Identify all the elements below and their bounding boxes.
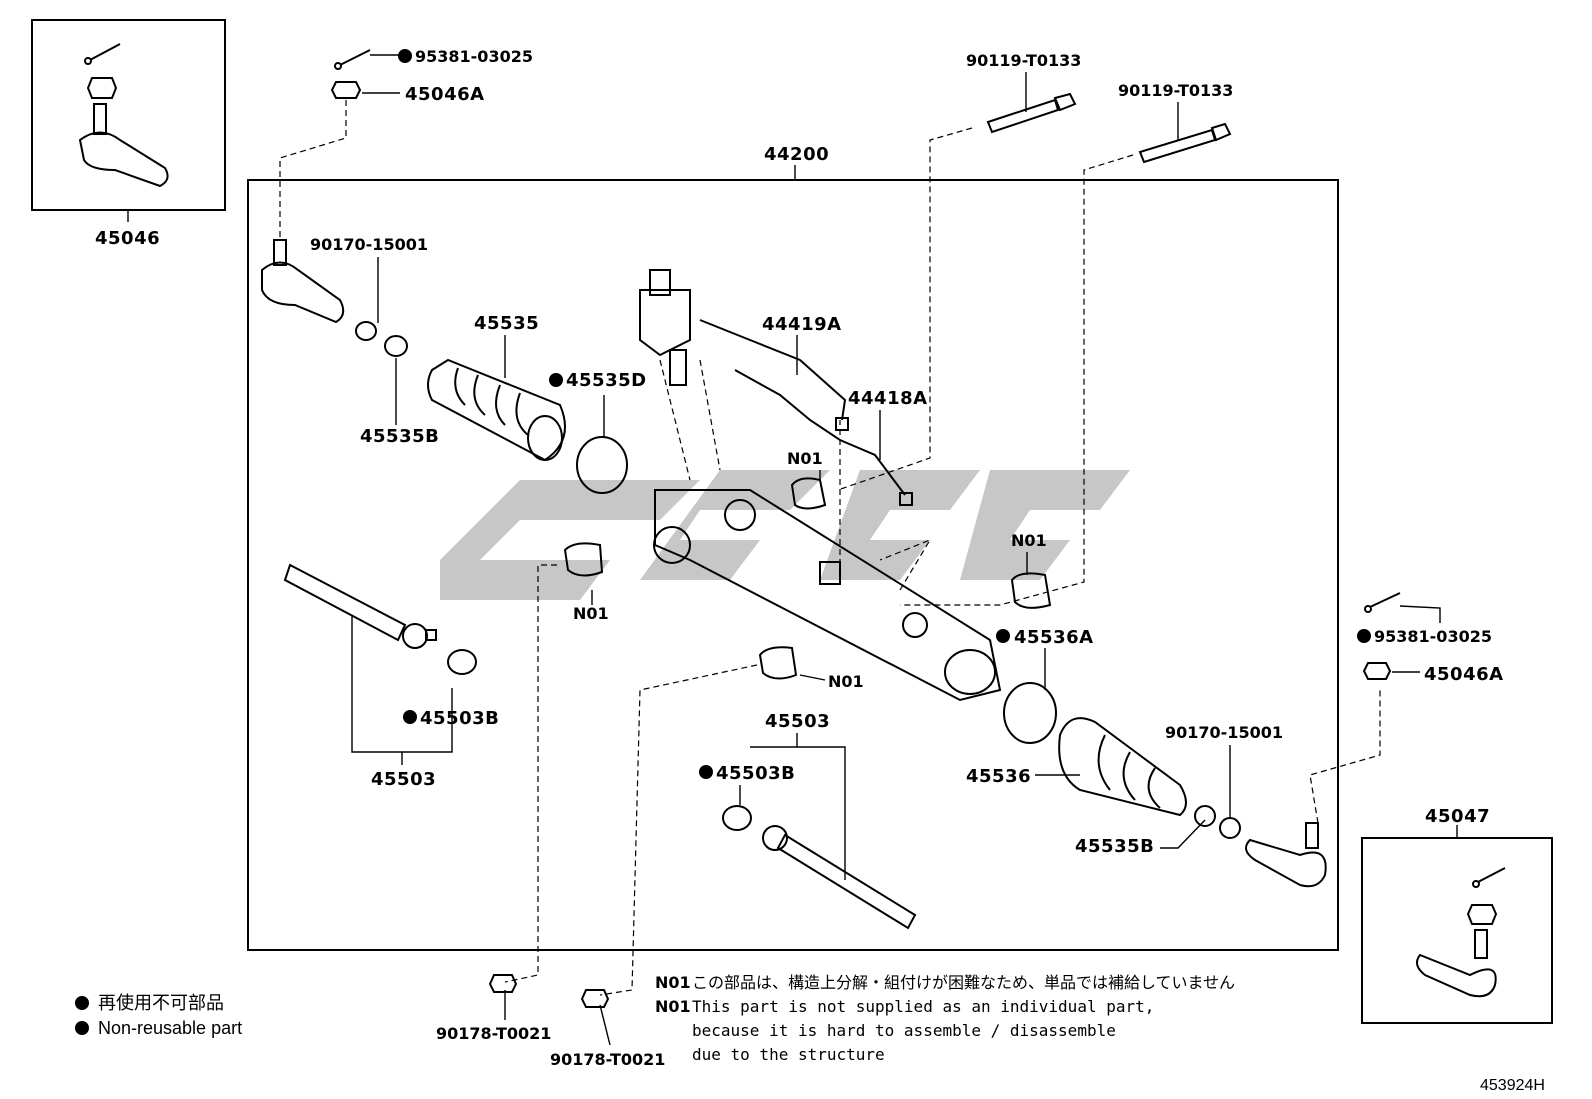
label-clip-left: 90170-15001 bbox=[310, 235, 428, 254]
clip-right-icon bbox=[1194, 805, 1241, 839]
label-boot-left: 45535 bbox=[474, 313, 539, 334]
left-inner-rod-icon bbox=[283, 563, 477, 675]
label-cotter-pin-right: 95381-03025 bbox=[1374, 627, 1492, 646]
inset-box-45047 bbox=[1361, 837, 1553, 1024]
label-clip-right: 90170-15001 bbox=[1165, 723, 1283, 742]
label-bolt-1: 90119-T0133 bbox=[966, 51, 1081, 70]
tie-rod-end-icon bbox=[78, 43, 169, 188]
label-cotter-pin-left: 95381-03025 bbox=[415, 47, 533, 66]
note-en-line-1: This part is not supplied as an individu… bbox=[692, 997, 1154, 1016]
label-n01-a: N01 bbox=[787, 449, 823, 468]
watermark bbox=[440, 470, 1130, 600]
note-tag-en: N01 bbox=[655, 997, 691, 1016]
label-rod-right: 45503 bbox=[765, 711, 830, 732]
label-tube-1: 44419A bbox=[762, 314, 842, 335]
label-clip-left-b: 45535B bbox=[360, 426, 439, 447]
non-reusable-markers bbox=[75, 49, 1371, 1035]
left-cotter-nut-icons bbox=[330, 49, 371, 99]
label-clamp-right: 45536A bbox=[1014, 627, 1094, 648]
label-44200: 44200 bbox=[764, 144, 829, 165]
boot-right-icon bbox=[1058, 717, 1187, 817]
right-tie-rod-end-icon bbox=[1245, 822, 1327, 888]
bushing-nut-icons bbox=[488, 974, 610, 1008]
legend-en: Non-reusable part bbox=[98, 1018, 242, 1038]
pressure-tubes-icon bbox=[699, 319, 913, 506]
label-nut-left: 45046A bbox=[405, 84, 485, 105]
label-bushing-nut-1: 90178-T0021 bbox=[436, 1024, 551, 1043]
label-clip-right-b: 45535B bbox=[1075, 836, 1154, 857]
label-boot-right: 45536 bbox=[966, 766, 1031, 787]
label-rod-right-washer: 45503B bbox=[716, 763, 795, 784]
note-en-line-2: because it is hard to assemble / disasse… bbox=[692, 1021, 1116, 1040]
bushing-n01-icons bbox=[563, 477, 1052, 680]
label-bushing-nut-2: 90178-T0021 bbox=[550, 1050, 665, 1069]
clamp-left-icon bbox=[576, 436, 628, 494]
clamp-right-icon bbox=[1003, 682, 1057, 744]
label-clamp-left: 45535D bbox=[566, 370, 647, 391]
label-n01-b: N01 bbox=[573, 604, 609, 623]
label-45047: 45047 bbox=[1425, 806, 1490, 827]
tie-rod-end-right-icon bbox=[1415, 867, 1506, 998]
label-45046: 45046 bbox=[95, 228, 160, 249]
drawing-number: 453924H bbox=[1480, 1077, 1545, 1094]
label-n01-d: N01 bbox=[828, 672, 864, 691]
label-nut-right: 45046A bbox=[1424, 664, 1504, 685]
label-bolt-2: 90119-T0133 bbox=[1118, 81, 1233, 100]
steering-rack-body bbox=[639, 269, 1002, 702]
note-jp-line: この部品は、構造上分解・組付けが困難なため、単品では補給していません bbox=[692, 973, 1235, 992]
note-en-line-3: due to the structure bbox=[692, 1045, 885, 1064]
clip-left-icon bbox=[355, 321, 408, 357]
note-tag-jp: N01 bbox=[655, 973, 691, 992]
left-tie-rod-end-icon bbox=[261, 239, 345, 324]
label-rod-left: 45503 bbox=[371, 769, 436, 790]
right-inner-rod-icon bbox=[722, 805, 917, 930]
label-tube-2: 44418A bbox=[848, 388, 928, 409]
legend-jp: 再使用不可部品 bbox=[98, 993, 224, 1013]
inset-box-45046 bbox=[31, 19, 226, 211]
assembly-frame-44200 bbox=[247, 179, 1339, 951]
right-cotter-nut-icons bbox=[1362, 592, 1401, 680]
boot-left-icon bbox=[427, 358, 566, 462]
label-n01-c: N01 bbox=[1011, 531, 1047, 550]
label-rod-left-washer: 45503B bbox=[420, 708, 499, 729]
bolt-icons bbox=[986, 92, 1232, 164]
